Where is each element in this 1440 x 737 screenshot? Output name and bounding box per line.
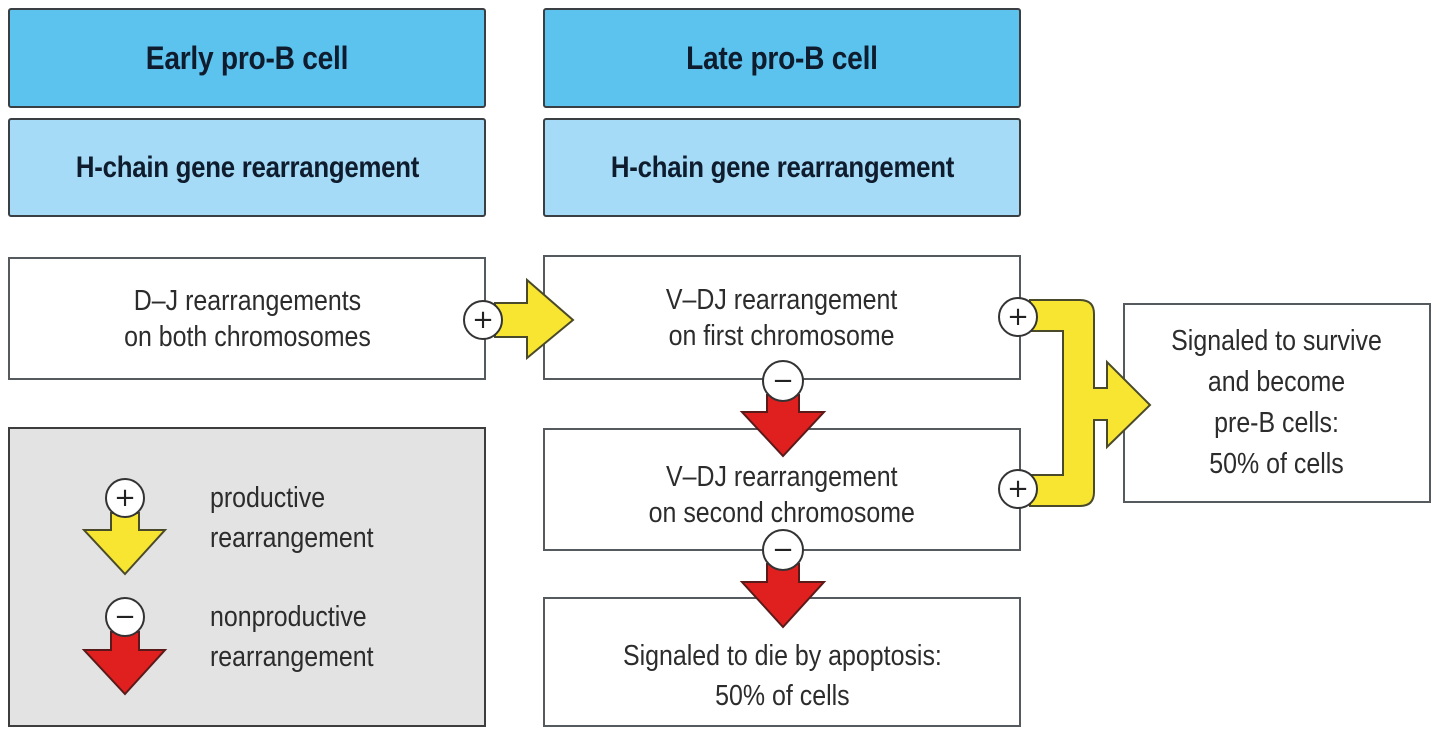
apoptosis-box: Signaled to die by apoptosis: 50% of cel…: [543, 597, 1021, 727]
survive-box: Signaled to survive and become pre-B cel…: [1123, 303, 1431, 503]
dj-rearrangement-text: D–J rearrangements on both chromosomes: [123, 284, 371, 353]
vdj-first-box: V–DJ rearrangement on first chromosome: [543, 255, 1021, 380]
survive-text: Signaled to survive and become pre-B cel…: [1171, 325, 1383, 480]
early-process-header: H-chain gene rearrangement: [8, 118, 486, 217]
vdj-first-text: V–DJ rearrangement on first chromosome: [666, 283, 898, 352]
early-pro-b-header: Early pro-B cell: [8, 8, 486, 108]
early-process-title: H-chain gene rearrangement: [75, 150, 419, 184]
legend-box: [8, 427, 486, 727]
early-pro-b-title: Early pro-B cell: [145, 39, 349, 76]
dj-rearrangement-box: D–J rearrangements on both chromosomes: [8, 257, 486, 380]
apoptosis-text: Signaled to die by apoptosis: 50% of cel…: [622, 640, 942, 712]
legend-nonproductive-label: nonproductive rearrangement: [210, 601, 374, 673]
late-process-title: H-chain gene rearrangement: [610, 150, 954, 184]
late-pro-b-header: Late pro-B cell: [543, 8, 1021, 108]
late-process-header: H-chain gene rearrangement: [543, 118, 1021, 217]
vdj-second-text: V–DJ rearrangement on second chromosome: [648, 460, 916, 529]
late-pro-b-title: Late pro-B cell: [686, 39, 878, 76]
vdj-second-box: V–DJ rearrangement on second chromosome: [543, 428, 1021, 551]
legend-productive-label: productive rearrangement: [210, 482, 374, 554]
